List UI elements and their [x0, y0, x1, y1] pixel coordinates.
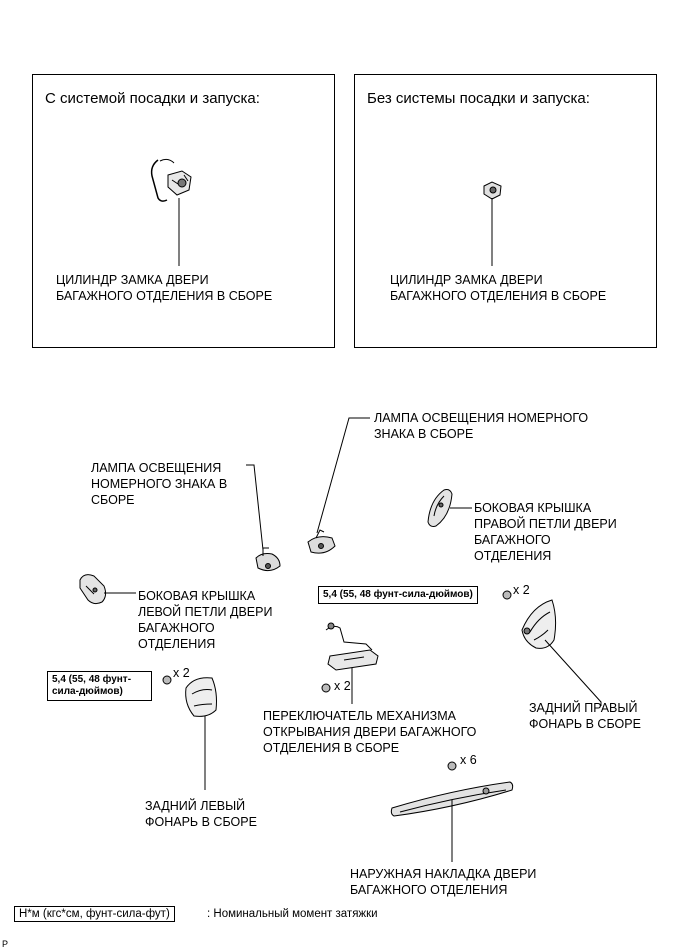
rear-lamp-right-part	[521, 599, 557, 649]
torque-spec-right: 5,4 (55, 48 фунт-сила-дюймов)	[318, 586, 478, 604]
hinge-cover-left-label: БОКОВАЯ КРЫШКА ЛЕВОЙ ПЕТЛИ ДВЕРИ БАГАЖНО…	[138, 589, 273, 651]
license-lamp-right-label: ЛАМПА ОСВЕЩЕНИЯ НОМЕРНОГО ЗНАКА В СБОРЕ	[374, 411, 589, 441]
door-garnish-part	[390, 781, 514, 817]
rear-lamp-left-qty: x 2	[173, 666, 190, 680]
lock-cylinder-without-entry-part	[483, 181, 502, 200]
license-lamp-right-part	[307, 529, 336, 554]
hinge-cover-right-part	[427, 489, 453, 527]
without-entry-system-title: Без системы посадки и запуска:	[367, 90, 590, 107]
rear-lamp-left-label: ЗАДНИЙ ЛЕВЫЙ ФОНАРЬ В СБОРЕ	[145, 799, 257, 829]
lock-cylinder-with-entry-part	[150, 158, 192, 202]
opener-switch-bolt	[321, 683, 331, 693]
lock-cylinder-without-entry-label: ЦИЛИНДР ЗАМКА ДВЕРИ БАГАЖНОГО ОТДЕЛЕНИЯ …	[390, 273, 607, 303]
door-garnish-label: НАРУЖНАЯ НАКЛАДКА ДВЕРИ БАГАЖНОГО ОТДЕЛЕ…	[350, 867, 537, 897]
license-lamp-left-label: ЛАМПА ОСВЕЩЕНИЯ НОМЕРНОГО ЗНАКА В СБОРЕ	[91, 461, 228, 507]
opener-switch-label: ПЕРЕКЛЮЧАТЕЛЬ МЕХАНИЗМА ОТКРЫВАНИЯ ДВЕРИ…	[263, 709, 477, 755]
torque-units-description: : Номинальный момент затяжки	[207, 908, 378, 920]
license-lamp-left-leader	[246, 464, 264, 551]
license-lamp-right-leader	[316, 417, 370, 534]
rear-lamp-left-bolt	[162, 675, 172, 685]
without-entry-system-box	[354, 74, 657, 348]
rear-lamp-left-part	[185, 677, 217, 717]
door-garnish-clip	[447, 761, 457, 771]
license-lamp-left-part	[255, 547, 281, 572]
door-garnish-qty: x 6	[460, 753, 477, 767]
hinge-cover-right-label: БОКОВАЯ КРЫШКА ПРАВОЙ ПЕТЛИ ДВЕРИ БАГАЖН…	[474, 501, 617, 563]
lock-cylinder-with-entry-label: ЦИЛИНДР ЗАМКА ДВЕРИ БАГАЖНОГО ОТДЕЛЕНИЯ …	[56, 273, 273, 303]
with-entry-system-box	[32, 74, 335, 348]
rear-lamp-right-label: ЗАДНИЙ ПРАВЫЙ ФОНАРЬ В СБОРЕ	[529, 701, 641, 731]
with-entry-system-title: С системой посадки и запуска:	[45, 90, 260, 107]
opener-switch-qty: x 2	[334, 679, 351, 693]
torque-units-key: Н*м (кгс*см, фунт-сила-фут)	[14, 906, 175, 922]
rear-lamp-right-qty: x 2	[513, 583, 530, 597]
figure-code: P	[2, 939, 9, 949]
hinge-cover-left-part	[79, 574, 107, 605]
rear-lamp-right-leader	[544, 639, 602, 706]
torque-spec-left: 5,4 (55, 48 фунт- сила-дюймов)	[47, 671, 152, 701]
rear-lamp-right-bolt	[502, 590, 512, 600]
opener-switch-part	[325, 622, 379, 671]
